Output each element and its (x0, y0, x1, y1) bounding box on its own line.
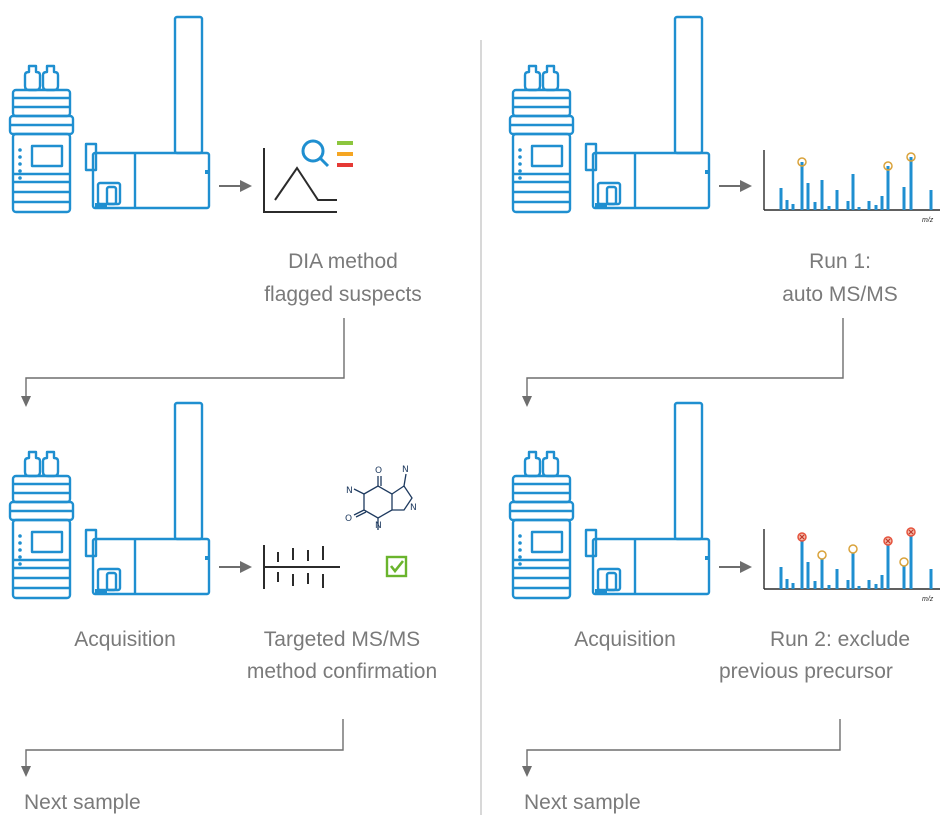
mz-axis-label: m/z (922, 217, 934, 224)
precursor-markers-run1 (797, 152, 916, 171)
right-acquisition-label: Acquisition (574, 628, 676, 651)
left-step2-label-line2: method confirmation (246, 660, 438, 683)
left-instrument-bottom (8, 401, 211, 600)
mz-axis-label: m/z (922, 596, 934, 603)
atom-o: O (345, 514, 352, 524)
right-connector-1 (522, 318, 844, 407)
left-arrow-top (219, 180, 252, 192)
right-arrow-bottom (719, 561, 752, 573)
left-arrow-bottom (219, 561, 252, 573)
right-step2-label-line1: Run 2: exclude (769, 628, 911, 651)
magnifier-icon (301, 139, 330, 168)
right-step2-label-line2: previous precursor (719, 660, 893, 683)
caffeine-structure-icon: O N N O N N (345, 465, 417, 531)
targeted-transitions-icon (263, 545, 340, 589)
spectrum-run2 (762, 527, 942, 591)
checkbox-icon (385, 555, 408, 578)
left-step1-label-line1: DIA method (288, 250, 398, 273)
right-step1-label-line1: Run 1: (809, 250, 871, 273)
right-next-sample-label: Next sample (524, 791, 641, 814)
left-next-sample-label: Next sample (24, 791, 141, 814)
left-instrument-top (8, 15, 211, 214)
atom-n: N (375, 521, 382, 531)
atom-n: N (346, 486, 353, 496)
right-connector-2 (522, 719, 841, 777)
left-connector-1 (21, 318, 345, 407)
excluded-precursors-run2 (797, 527, 916, 546)
chromatogram-peak-icon (263, 148, 337, 213)
left-step1-label-line2: flagged suspects (264, 283, 422, 306)
right-instrument-top (508, 15, 711, 214)
atom-o: O (375, 466, 382, 476)
left-acquisition-label: Acquisition (74, 628, 176, 651)
right-instrument-bottom (508, 401, 711, 600)
left-step2-label-line1: Targeted MS/MS (263, 628, 421, 651)
left-connector-2 (21, 719, 344, 777)
flag-bars (337, 141, 353, 167)
right-step1-label-line2: auto MS/MS (782, 283, 898, 306)
new-precursors-run2 (817, 544, 909, 567)
atom-n: N (410, 503, 417, 513)
right-arrow-top (719, 180, 752, 192)
atom-n: N (402, 465, 409, 475)
